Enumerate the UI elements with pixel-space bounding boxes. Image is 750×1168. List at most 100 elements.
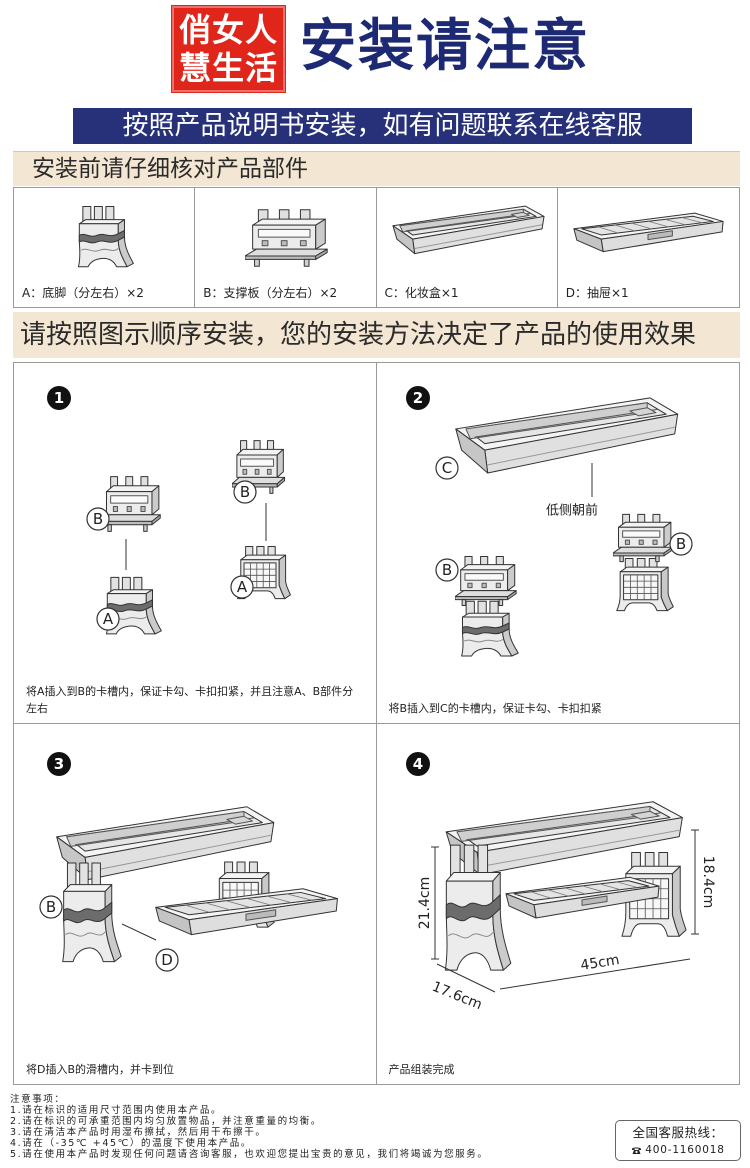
part-b-support-plate: [101, 476, 161, 532]
label-tag-d: D: [155, 947, 179, 972]
dimension-value: 21.4cm: [417, 876, 433, 929]
label-letter: B: [46, 898, 56, 916]
label-circle: [434, 456, 459, 480]
label-letter: D: [161, 951, 173, 969]
label-circle: [230, 575, 254, 599]
phone-icon: [632, 1147, 642, 1154]
step-number-circle: [405, 751, 430, 776]
part-c-label: C：化妆盒×1: [384, 286, 459, 300]
step-number-circle: [47, 751, 71, 776]
logo-line-1: 俏女人: [178, 11, 278, 49]
step-number: 2: [412, 389, 422, 407]
notes-section: 注意事项： 1.请在标识的适用尺寸范围内使用本产品。 2.请在标识的可承重范围内…: [10, 1094, 600, 1160]
step-caption: 将D插入B的滑槽内，并卡到位: [26, 1063, 175, 1076]
label-tag-b: B: [233, 480, 257, 504]
part-a-base-foot: [460, 600, 519, 657]
step-number: 1: [54, 389, 64, 407]
front-height-dimension: 21.4cm: [417, 846, 439, 959]
part-d-label: D：抽屉×1: [565, 286, 629, 300]
part-d-drawer: [155, 887, 339, 935]
note-item: 2.请在标识的可承重范围内均匀放置物品，并注意重量的均衡。: [10, 1116, 322, 1127]
step-number-circle: [47, 386, 71, 410]
part-a-base-foot: [77, 206, 134, 268]
hotline-number: 400-1160018: [645, 1144, 725, 1156]
brand-logo: 俏女人 慧生活: [171, 5, 286, 93]
dimension-line: [499, 958, 690, 989]
step-1: 1 B A B: [14, 363, 377, 724]
insert-guide-line: [121, 923, 157, 940]
label-circle: [86, 507, 110, 531]
dimension-value: 18.4cm: [700, 855, 716, 908]
parts-table: A：底脚（分左右）×2 B：支撑板（分左右）×2 C：化妆盒×1 D：抽屉×1: [13, 187, 740, 308]
label-letter: A: [103, 610, 114, 628]
label-tag-b: B: [39, 894, 63, 919]
part-c-makeup-box: [391, 205, 545, 255]
back-height-dimension: 18.4cm: [690, 829, 716, 934]
step-number: 4: [412, 755, 422, 773]
note-item: 3.请在清洁本产品时用湿布擦拭，然后用干布擦干。: [10, 1127, 267, 1138]
step-number-badge: 2: [405, 386, 430, 410]
label-circle: [39, 894, 63, 919]
part-a-label: A：底脚（分左右）×2: [22, 286, 144, 300]
step-number: 3: [54, 755, 64, 773]
label-tag-a: A: [230, 575, 254, 599]
label-circle: [155, 947, 179, 972]
hotline-number-row: 400-1160018: [616, 1143, 740, 1157]
note-item: 5.请在使用本产品时发现任何问题请咨询客服，也欢迎您提出宝贵的意见，我们将竭诚为…: [10, 1149, 489, 1160]
label-circle: [668, 532, 693, 556]
part-cell-a: A：底脚（分左右）×2: [14, 188, 196, 307]
step-number-badge: 3: [47, 751, 71, 776]
step-2: 2 低侧朝前 C B B: [376, 363, 739, 724]
step-number-badge: 1: [47, 386, 71, 410]
part-cell-c: C：化妆盒×1: [377, 188, 558, 307]
dimension-value: 45cm: [579, 952, 620, 974]
length-dimension: 45cm: [499, 952, 690, 989]
part-a-base-foot: [62, 861, 122, 962]
dimension-line: [436, 963, 495, 992]
label-letter: B: [675, 535, 685, 553]
step-caption: 产品组装完成: [388, 1063, 455, 1076]
step-3: 3 B D 将D插入B的滑槽内，并卡到位: [14, 723, 377, 1084]
step-2-diagram: 2 低侧朝前 C B B: [405, 386, 693, 657]
orientation-note: 低侧朝前: [545, 503, 597, 519]
label-tag-b: B: [434, 558, 459, 582]
label-circle: [434, 558, 459, 582]
note-item: 4.请在（-35℃ +45℃）的温度下使用本产品。: [10, 1138, 252, 1149]
step-caption: 将B插入到C的卡槽内，保证卡勾、卡扣扣紧: [388, 701, 602, 715]
logo-line-2: 慧生活: [178, 49, 278, 87]
dimension-value: 17.6cm: [429, 978, 484, 1013]
label-tag-b: B: [86, 507, 110, 531]
label-tag-b: B: [668, 532, 693, 556]
part-b-support-plate: [612, 514, 673, 562]
depth-dimension: 17.6cm: [429, 963, 495, 1013]
label-circle: [233, 480, 257, 504]
label-letter: C: [441, 459, 451, 477]
step-4-diagram: 4 21.4cm 18.4cm: [405, 751, 716, 1013]
label-letter: B: [441, 561, 451, 579]
part-a-base-foot-inner: [615, 558, 674, 612]
step-4: 4 21.4cm 18.4cm: [377, 724, 740, 1085]
assembly-steps-grid: 1 B A B: [13, 362, 740, 1085]
note-item: 1.请在标识的适用尺寸范围内使用本产品。: [10, 1105, 223, 1116]
page-title: 安装请注意: [300, 14, 590, 79]
hotline-box: 全国客服热线： 400-1160018: [615, 1120, 741, 1161]
part-c-makeup-box: [454, 397, 678, 474]
step-3-diagram: 3 B D: [39, 751, 339, 972]
label-tag-c: C: [434, 456, 459, 480]
part-d-drawer: [573, 212, 724, 253]
notes-title: 注意事项：: [10, 1094, 66, 1105]
step-number-badge: 4: [405, 751, 430, 776]
part-cell-d: D：抽屉×1: [558, 188, 739, 307]
part-b-support-plate: [245, 209, 328, 267]
hotline-label: 全国客服热线：: [632, 1125, 724, 1140]
part-cell-b: B：支撑板（分左右）×2: [195, 188, 377, 307]
label-circle: [96, 607, 120, 631]
step-number-circle: [405, 386, 430, 410]
part-b-label: B：支撑板（分左右）×2: [203, 286, 338, 300]
service-banner: 按照产品说明书安装，如有问题联系在线客服: [73, 108, 692, 144]
part-b-support-plate: [454, 556, 517, 606]
label-tag-a: A: [96, 607, 120, 631]
step-caption: 将A插入到B的卡槽内，保证卡勾、卡扣扣紧，并且注意A、B部件分左右: [26, 684, 354, 715]
steps-section-title: 请按照图示顺序安装，您的安装方法决定了产品的使用效果: [13, 312, 740, 358]
